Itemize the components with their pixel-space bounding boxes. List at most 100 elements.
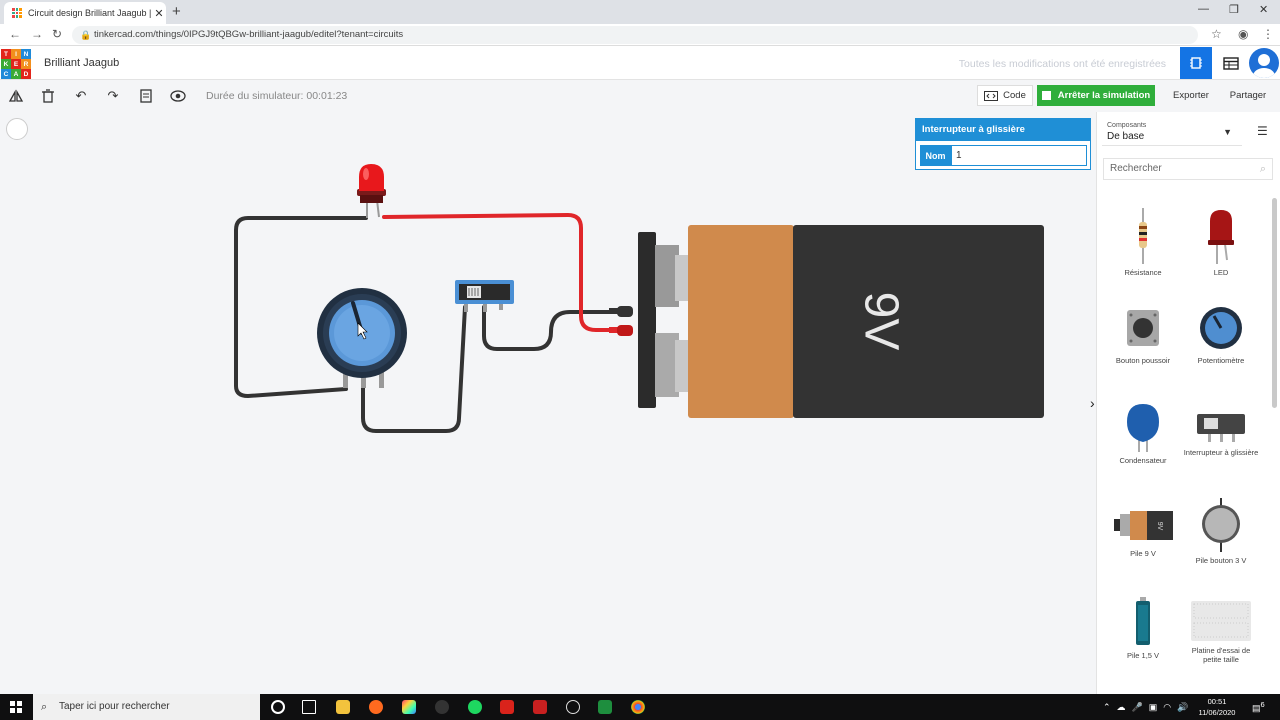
component-list-view-button[interactable] — [1215, 47, 1247, 79]
network-icon[interactable]: ▣ — [1148, 701, 1158, 712]
logo-letter: I — [11, 49, 21, 59]
windows-start-icon[interactable] — [10, 701, 22, 713]
spotify-icon[interactable] — [468, 700, 482, 714]
stop-simulation-button[interactable]: Arrêter la simulation — [1037, 85, 1155, 106]
close-window-icon[interactable]: ✕ — [1259, 4, 1269, 16]
component-label: Potentiomètre — [1197, 356, 1245, 365]
profile-icon[interactable]: ◉ — [1238, 27, 1249, 41]
battery-9v-component[interactable]: 9V — [609, 225, 1044, 418]
component-battery-9v[interactable]: 9V Pile 9 V — [1105, 505, 1181, 558]
inspector-title: Interrupteur à glissière — [916, 119, 1090, 141]
taskbar-clock[interactable]: 00:51 11/06/2020 — [1198, 696, 1236, 718]
component-battery-1-5v[interactable]: Pile 1,5 V — [1105, 597, 1181, 660]
component-slide-switch[interactable]: Interrupteur à glissière — [1183, 410, 1259, 457]
simulator-time: Durée du simulateur: 00:01:23 — [206, 90, 348, 102]
led-component[interactable] — [357, 164, 386, 218]
sheets-icon[interactable] — [598, 700, 612, 714]
bookmark-star-icon[interactable]: ☆ — [1211, 27, 1222, 41]
forward-icon[interactable]: → — [31, 27, 43, 41]
close-tab-icon[interactable]: ✕ — [154, 7, 164, 20]
taskbar-search-input[interactable]: ⌕ Taper ici pour rechercher — [33, 694, 260, 720]
component-resistor[interactable]: Résistance — [1105, 208, 1181, 277]
wifi-icon[interactable]: ◠ — [1163, 701, 1172, 712]
task-view-icon[interactable] — [302, 700, 316, 714]
battery-9v-icon: 9V — [1114, 511, 1173, 540]
share-button[interactable]: Partager — [1229, 90, 1267, 101]
wire-pot-to-switch[interactable] — [361, 305, 467, 433]
slide-switch-icon — [1197, 414, 1245, 442]
panel-scrollbar[interactable] — [1271, 190, 1278, 690]
wire-led-to-pot[interactable] — [234, 216, 368, 399]
reload-icon[interactable]: ↻ — [52, 27, 63, 41]
component-search-input[interactable]: Rechercher ⌕ — [1103, 158, 1273, 180]
notes-icon[interactable] — [138, 88, 154, 104]
components-dropdown[interactable]: Composants De base ▼ — [1102, 118, 1242, 146]
component-label: Bouton poussoir — [1115, 356, 1171, 365]
firefox-icon[interactable] — [369, 700, 383, 714]
component-capacitor[interactable]: Condensateur — [1105, 402, 1181, 465]
clock-app-icon[interactable] — [566, 700, 580, 714]
zoom-to-fit-button[interactable] — [6, 118, 28, 140]
push-button-icon — [1127, 310, 1159, 346]
chrome-icon[interactable] — [631, 700, 645, 714]
browser-tab-title: Circuit design Brilliant Jaagub | Ti — [28, 8, 152, 18]
redo-icon[interactable]: ↷ — [107, 88, 119, 103]
media-app-icon[interactable] — [533, 700, 547, 714]
component-potentiometer[interactable]: Potentiomètre — [1183, 306, 1259, 365]
microphone-icon[interactable]: 🎤 — [1131, 701, 1143, 712]
paint-app-icon[interactable] — [402, 700, 416, 714]
component-mini-breadboard[interactable]: Platine d'essai de petite taille — [1183, 600, 1259, 664]
capacitor-icon — [1127, 404, 1159, 452]
acrobat-icon[interactable] — [500, 700, 514, 714]
file-explorer-icon[interactable] — [336, 700, 350, 714]
circuit-view-button[interactable] — [1180, 47, 1212, 79]
eye-icon[interactable] — [170, 88, 186, 104]
breadboard-icon — [1191, 601, 1251, 641]
component-coin-battery[interactable]: Pile bouton 3 V — [1183, 498, 1259, 565]
inspector-panel: Interrupteur à glissière Nom 1 — [915, 118, 1091, 170]
minimize-window-icon[interactable]: — — [1198, 3, 1209, 15]
restore-window-icon[interactable]: ❐ — [1229, 4, 1239, 16]
logo-letter: T — [1, 49, 11, 59]
volume-icon[interactable]: 🔊 — [1177, 701, 1189, 712]
url-field[interactable]: 🔒 tinkercad.com/things/0IPGJ9tQBGw-brill… — [72, 26, 1198, 44]
chevron-up-icon[interactable]: ⌃ — [1103, 701, 1111, 712]
search-icon: ⌕ — [41, 701, 48, 713]
user-avatar[interactable] — [1249, 48, 1279, 78]
rotate-icon[interactable] — [8, 88, 24, 104]
list-view-icon[interactable]: ☰ — [1257, 124, 1268, 138]
component-label: LED — [1213, 268, 1229, 277]
component-led[interactable]: LED — [1183, 208, 1259, 277]
clock-date: 11/06/2020 — [1198, 708, 1236, 717]
circuit-drawing[interactable]: 9V — [0, 112, 1096, 694]
notification-count: 6 — [1260, 700, 1265, 709]
name-input[interactable]: 1 — [951, 145, 1087, 166]
back-icon[interactable]: ← — [9, 27, 21, 41]
cortana-icon[interactable] — [271, 700, 285, 714]
table-icon — [1223, 56, 1239, 70]
potentiometer-component[interactable] — [317, 288, 407, 388]
undo-icon[interactable]: ↶ — [75, 88, 87, 103]
wire-switch-to-battery[interactable] — [482, 305, 624, 351]
obs-icon[interactable] — [435, 700, 449, 714]
led-icon — [1208, 210, 1234, 264]
notification-center-icon[interactable]: ▤6 — [1252, 700, 1265, 713]
slide-switch-component[interactable] — [455, 280, 514, 312]
tinkercad-logo[interactable]: T I N K E R C A D — [1, 49, 31, 79]
battery-voltage-label: 9V — [854, 292, 907, 351]
component-push-button[interactable]: Bouton poussoir — [1105, 306, 1181, 365]
cloud-icon[interactable]: ☁ — [1116, 701, 1126, 712]
collapse-panel-chevron-icon[interactable]: › — [1090, 395, 1095, 411]
trash-icon[interactable] — [40, 88, 56, 104]
project-name[interactable]: Brilliant Jaagub — [44, 57, 120, 69]
browser-tab-strip: Circuit design Brilliant Jaagub | Ti ✕ +… — [0, 0, 1280, 24]
export-button[interactable]: Exporter — [1173, 90, 1209, 101]
browser-menu-icon[interactable]: ⋮ — [1262, 27, 1274, 41]
new-tab-icon[interactable]: + — [172, 3, 181, 20]
wire-led-to-battery-red[interactable] — [382, 212, 624, 332]
component-label: Pile bouton 3 V — [1195, 556, 1247, 565]
component-label: Résistance — [1124, 268, 1162, 277]
mini-battery-label: 9V — [1156, 522, 1163, 531]
code-button[interactable]: Code — [977, 85, 1033, 106]
browser-tab[interactable]: Circuit design Brilliant Jaagub | Ti ✕ — [4, 2, 166, 24]
